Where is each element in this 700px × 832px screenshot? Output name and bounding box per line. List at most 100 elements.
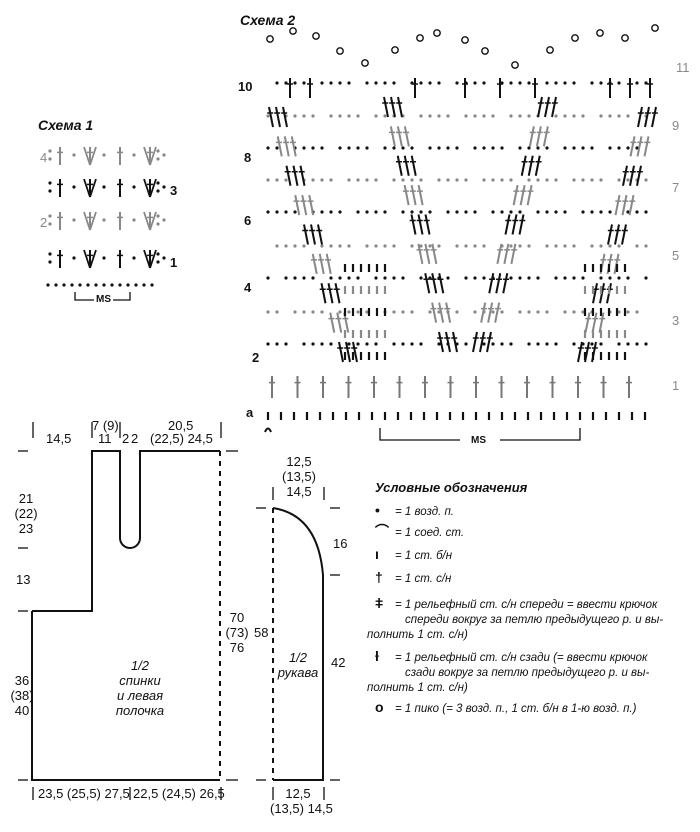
chain-dot bbox=[608, 276, 612, 280]
chain-dot bbox=[608, 210, 612, 214]
chain-dot bbox=[410, 310, 414, 314]
chain-dot bbox=[365, 342, 369, 346]
scheme2-repeat-label: MS bbox=[468, 433, 489, 448]
double-crochet-mark bbox=[613, 253, 620, 275]
legend-item: †= 1 ст. с/н bbox=[375, 570, 451, 587]
chain-dot bbox=[644, 244, 648, 248]
chain-dot bbox=[347, 146, 351, 150]
chain-dot bbox=[473, 244, 477, 248]
double-crochet-mark bbox=[290, 136, 297, 157]
double-crochet-mark bbox=[311, 253, 318, 275]
chain-dot bbox=[599, 276, 603, 280]
chain-dot bbox=[401, 146, 405, 150]
chain-dot bbox=[383, 244, 387, 248]
chain-dot bbox=[320, 81, 324, 85]
chain-dot bbox=[374, 244, 378, 248]
chain-dot bbox=[482, 81, 486, 85]
chain-dot bbox=[482, 114, 486, 118]
chain-dot bbox=[536, 276, 540, 280]
chain-dot bbox=[266, 178, 270, 182]
body-piece-outline bbox=[31, 450, 221, 781]
chain-dot bbox=[48, 260, 52, 264]
chain-dot bbox=[374, 178, 378, 182]
dim-value: 23 bbox=[18, 521, 34, 536]
chain-dot bbox=[46, 283, 50, 287]
chain-dot bbox=[401, 342, 405, 346]
chain-dot bbox=[617, 342, 621, 346]
chain-dot bbox=[347, 178, 351, 182]
chain-dot bbox=[482, 244, 486, 248]
chain-dot bbox=[102, 153, 106, 157]
chain-dot bbox=[284, 244, 288, 248]
double-crochet-mark bbox=[317, 224, 323, 245]
chain-dot bbox=[162, 256, 166, 260]
double-crochet-mark bbox=[276, 136, 283, 157]
double-crochet-mark bbox=[487, 302, 494, 323]
chain-dot bbox=[617, 244, 621, 248]
double-crochet-mark bbox=[636, 136, 643, 157]
chain-dot bbox=[446, 210, 450, 214]
chain-dot bbox=[419, 244, 423, 248]
chain-dot bbox=[275, 310, 279, 314]
double-crochet-mark bbox=[621, 194, 628, 216]
chain-dot bbox=[94, 283, 98, 287]
scheme2-grid bbox=[264, 24, 659, 441]
double-crochet-mark bbox=[651, 106, 657, 128]
chain-dot bbox=[410, 178, 414, 182]
chain-dot bbox=[48, 157, 52, 161]
dim-value: (22) bbox=[14, 506, 38, 521]
picot-mark bbox=[596, 29, 604, 37]
picot-mark bbox=[651, 24, 659, 32]
double-crochet-mark bbox=[636, 165, 642, 186]
dim-neck-top: 7 (9) bbox=[92, 418, 119, 433]
chain-dot bbox=[563, 276, 567, 280]
chain-dot bbox=[581, 310, 585, 314]
chain-dot bbox=[626, 178, 630, 182]
chain-dot bbox=[428, 310, 432, 314]
double-crochet-mark bbox=[336, 312, 343, 333]
chain-dot bbox=[635, 342, 639, 346]
chain-dot bbox=[437, 178, 441, 182]
chain-dot bbox=[554, 244, 558, 248]
chain-dot bbox=[464, 342, 468, 346]
double-crochet-mark bbox=[527, 155, 534, 176]
chain-dot bbox=[48, 214, 52, 218]
chain-dot bbox=[599, 244, 603, 248]
picot-mark bbox=[289, 27, 297, 35]
label-line: спинки bbox=[119, 673, 161, 688]
dim-value: 76 bbox=[229, 640, 245, 655]
chain-dot bbox=[302, 114, 306, 118]
dim-side: 36 (38) 40 bbox=[8, 673, 36, 718]
double-crochet-mark bbox=[301, 194, 308, 216]
chain-dot bbox=[464, 244, 468, 248]
chain-dot bbox=[518, 81, 522, 85]
chain-dot bbox=[162, 185, 166, 189]
chain-dot bbox=[500, 146, 504, 150]
chain-dot bbox=[455, 210, 459, 214]
v-stitch-mark bbox=[143, 178, 151, 198]
chain-dot bbox=[428, 210, 432, 214]
chain-dot bbox=[581, 276, 585, 280]
chain-dot bbox=[156, 149, 160, 153]
chain-dot bbox=[266, 114, 270, 118]
chain-dot bbox=[302, 244, 306, 248]
chain-dot bbox=[617, 81, 621, 85]
scheme1-row-label: 2 bbox=[40, 215, 48, 230]
chain-dot bbox=[545, 310, 549, 314]
chain-dot bbox=[518, 210, 522, 214]
chain-dot bbox=[563, 244, 567, 248]
chain-dot bbox=[572, 114, 576, 118]
chain-dot bbox=[437, 114, 441, 118]
chain-dot bbox=[284, 178, 288, 182]
chain-dot bbox=[518, 244, 522, 248]
chain-dot bbox=[329, 342, 333, 346]
chain-dot bbox=[284, 81, 288, 85]
chain-dot bbox=[554, 114, 558, 118]
chain-dot bbox=[374, 114, 378, 118]
chain-dot bbox=[293, 114, 297, 118]
chain-dot bbox=[473, 310, 477, 314]
double-crochet-mark bbox=[598, 312, 605, 333]
v-stitch-mark bbox=[143, 146, 151, 166]
double-crochet-mark bbox=[282, 106, 288, 128]
